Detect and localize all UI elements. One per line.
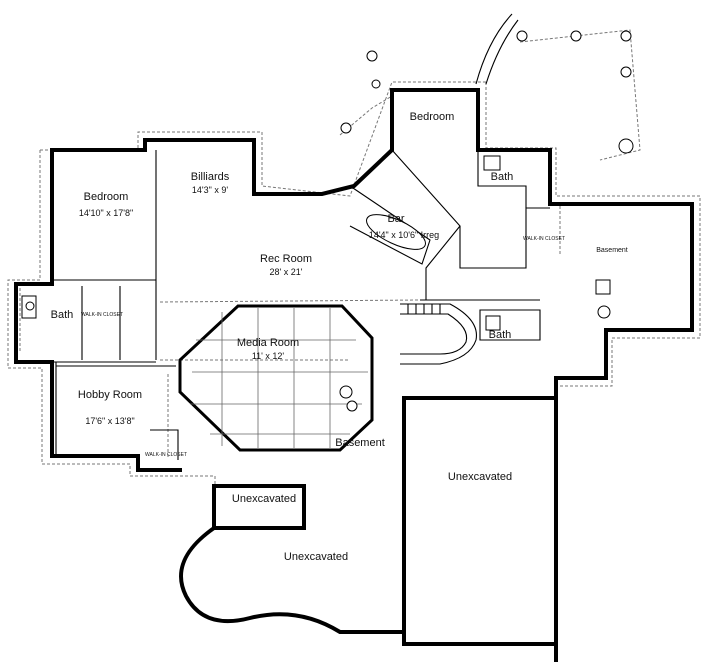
room-name-basement-east: Basement [596,247,628,254]
room-name-unexcavated-right: Unexcavated [448,471,512,483]
room-name-basement-center: Basement [335,437,385,449]
media-room-walls [178,304,374,452]
room-name-bath-north: Bath [491,171,514,183]
room-name-hobby-room: Hobby Room [78,389,142,401]
room-dims-billiards: 14'3" x 9' [192,185,228,195]
fixtures [21,155,611,412]
stairs [400,303,478,365]
room-dims-rec-room: 28' x 21' [270,267,303,277]
room-dims-bar: 14'4" x 10'6" Irreg [369,230,439,240]
room-name-unexcavated-small: Unexcavated [232,493,296,505]
room-dims-bedroom-west: 14'10" x 17'8" [79,208,133,218]
closet-label-west: WALK-IN CLOSET [81,312,123,318]
room-dims-media-room: 11' x 12' [252,351,285,361]
patio-columns [340,13,634,154]
footing-outline [7,29,701,488]
room-name-bar: Bar [387,213,404,225]
hobby-room-name: Hobby Room [78,389,142,401]
room-name-bath-west: Bath [51,309,74,321]
room-name-unexcavated-bottom: Unexcavated [284,551,348,563]
room-name-bedroom-north: Bedroom [410,111,455,123]
room-name-rec-room: Rec Room [260,253,312,265]
bar-counter [366,214,426,250]
room-name-bath-center: Bath [489,329,512,341]
room-name-media-room: Media Room [237,337,299,349]
room-name-bedroom-west: Bedroom [84,191,129,203]
closet-label-north: WALK-IN CLOSET [523,236,565,242]
room-name-billiards: Billiards [191,171,230,183]
closet-label-hobby: WALK-IN CLOSET [145,452,187,458]
interior-walls [52,149,550,460]
exterior-walls [14,88,694,662]
room-dims-hobby-room: 17'6" x 13'8" [85,416,134,426]
